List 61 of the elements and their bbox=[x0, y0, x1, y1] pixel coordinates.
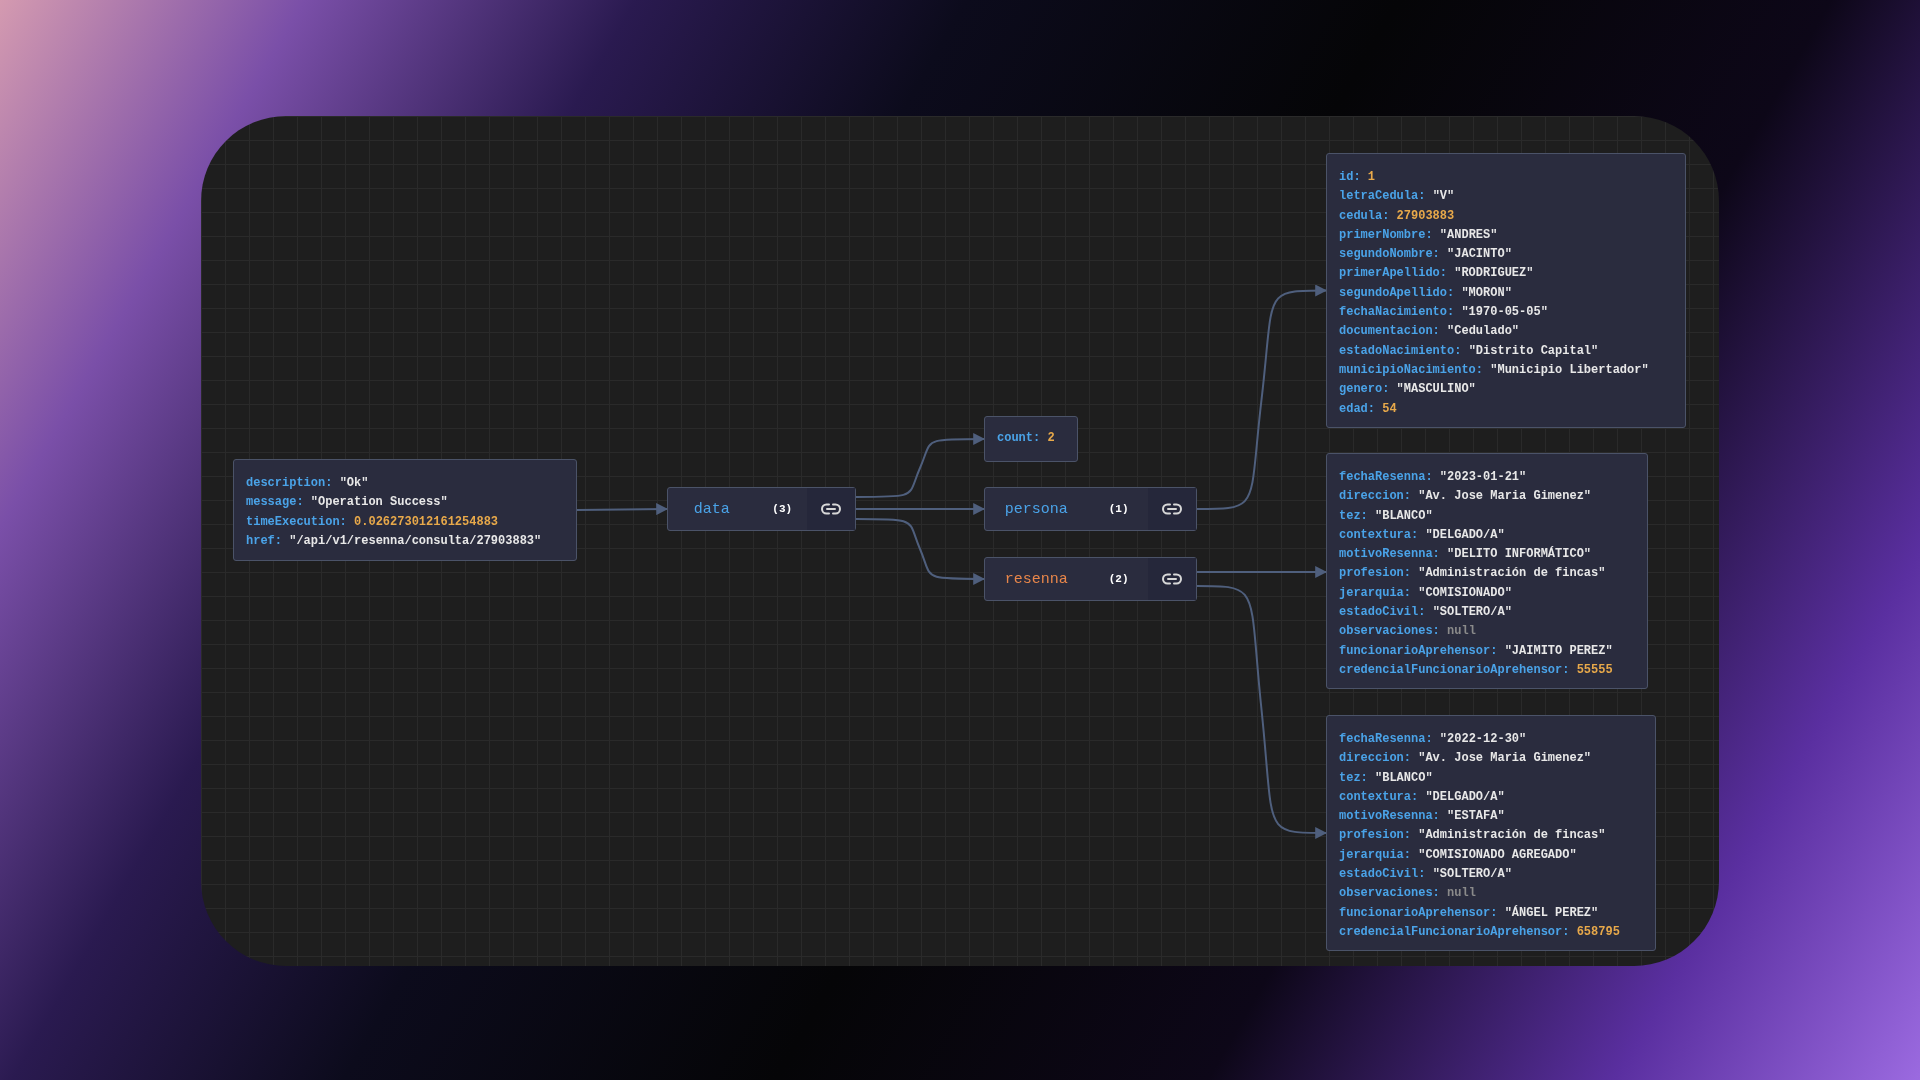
property-line: primerApellido: "RODRIGUEZ" bbox=[1339, 265, 1534, 283]
property-line: documentacion: "Cedulado" bbox=[1339, 323, 1520, 341]
property-line: profesion: "Administración de fincas" bbox=[1339, 827, 1606, 845]
property-line: jerarquia: "COMISIONADO" bbox=[1339, 584, 1512, 602]
property-line: tez: "BLANCO" bbox=[1339, 769, 1433, 787]
child-count: (1) bbox=[1107, 503, 1130, 515]
property-line: timeExecution: 0.026273012161254883 bbox=[246, 513, 499, 531]
property-line: jerarquia: "COMISIONADO AGREGADO" bbox=[1339, 846, 1577, 864]
property-line: description: "Ok" bbox=[246, 475, 369, 492]
property-line: funcionarioAprehensor: "JAIMITO PEREZ" bbox=[1339, 642, 1613, 660]
property-line: letraCedula: "V" bbox=[1339, 188, 1455, 206]
property-line: segundoApellido: "MORON" bbox=[1339, 284, 1512, 302]
json-object-card bbox=[1326, 153, 1686, 428]
property-line: count: 2 bbox=[997, 430, 1055, 448]
connector-arrow bbox=[855, 518, 986, 585]
node-label: persona bbox=[1003, 500, 1069, 518]
json-object-card bbox=[984, 416, 1078, 462]
connector-arrow bbox=[1196, 585, 1328, 839]
json-object-card bbox=[1326, 453, 1648, 689]
property-line: id: 1 bbox=[1339, 169, 1375, 186]
property-line: municipioNacimiento: "Municipio Libertador" bbox=[1339, 361, 1649, 379]
property-line: credencialFuncionarioAprehensor: 658795 bbox=[1339, 923, 1620, 941]
property-line: motivoResenna: "ESTAFA" bbox=[1339, 808, 1505, 826]
property-line: direccion: "Av. Jose Maria Gimenez" bbox=[1339, 488, 1592, 506]
property-line: credencialFuncionarioAprehensor: 55555 bbox=[1339, 661, 1613, 679]
property-line: direccion: "Av. Jose Maria Gimenez" bbox=[1339, 750, 1592, 768]
property-line: observaciones: null bbox=[1339, 623, 1476, 641]
connector-arrow bbox=[576, 503, 669, 516]
connector-arrow bbox=[1196, 284, 1328, 510]
collection-node bbox=[984, 487, 1197, 531]
property-line: estadoCivil: "SOLTERO/A" bbox=[1339, 866, 1512, 884]
property-line: href: "/api/v1/resenna/consulta/27903883" bbox=[246, 532, 542, 550]
property-line: genero: "MASCULINO" bbox=[1339, 381, 1476, 399]
property-line: estadoNacimiento: "Distrito Capital" bbox=[1339, 342, 1599, 360]
json-object-card bbox=[233, 459, 577, 561]
property-line: cedula: 27903883 bbox=[1339, 207, 1455, 225]
property-line: observaciones: null bbox=[1339, 885, 1476, 903]
property-line: motivoResenna: "DELITO INFORMÁTICO" bbox=[1339, 545, 1592, 564]
property-line: contextura: "DELGADO/A" bbox=[1339, 526, 1505, 544]
property-line: primerNombre: "ANDRES" bbox=[1339, 226, 1498, 244]
connector-arrow bbox=[1196, 566, 1328, 578]
property-line: tez: "BLANCO" bbox=[1339, 507, 1433, 525]
property-line: fechaResenna: "2023-01-21" bbox=[1339, 469, 1527, 486]
connector-arrow bbox=[855, 503, 986, 515]
property-line: fechaResenna: "2022-12-30" bbox=[1339, 731, 1527, 748]
json-object-card bbox=[1326, 715, 1656, 951]
node-label: data bbox=[692, 500, 731, 518]
property-line: funcionarioAprehensor: "ÁNGEL PEREZ" bbox=[1339, 904, 1599, 922]
child-count: (2) bbox=[1107, 573, 1130, 585]
collection-node bbox=[667, 487, 856, 531]
property-line: contextura: "DELGADO/A" bbox=[1339, 788, 1505, 806]
property-line: edad: 54 bbox=[1339, 400, 1397, 418]
child-count: (3) bbox=[771, 503, 794, 515]
property-line: fechaNacimiento: "1970-05-05" bbox=[1339, 304, 1548, 322]
property-line: segundoNombre: "JACINTO" bbox=[1339, 246, 1512, 264]
node-label: resenna bbox=[1003, 570, 1069, 588]
property-line: message: "Operation Success" bbox=[246, 494, 448, 512]
property-line: estadoCivil: "SOLTERO/A" bbox=[1339, 604, 1512, 622]
connector-arrow bbox=[855, 433, 986, 498]
property-line: profesion: "Administración de fincas" bbox=[1339, 565, 1606, 583]
collection-node bbox=[984, 557, 1197, 601]
